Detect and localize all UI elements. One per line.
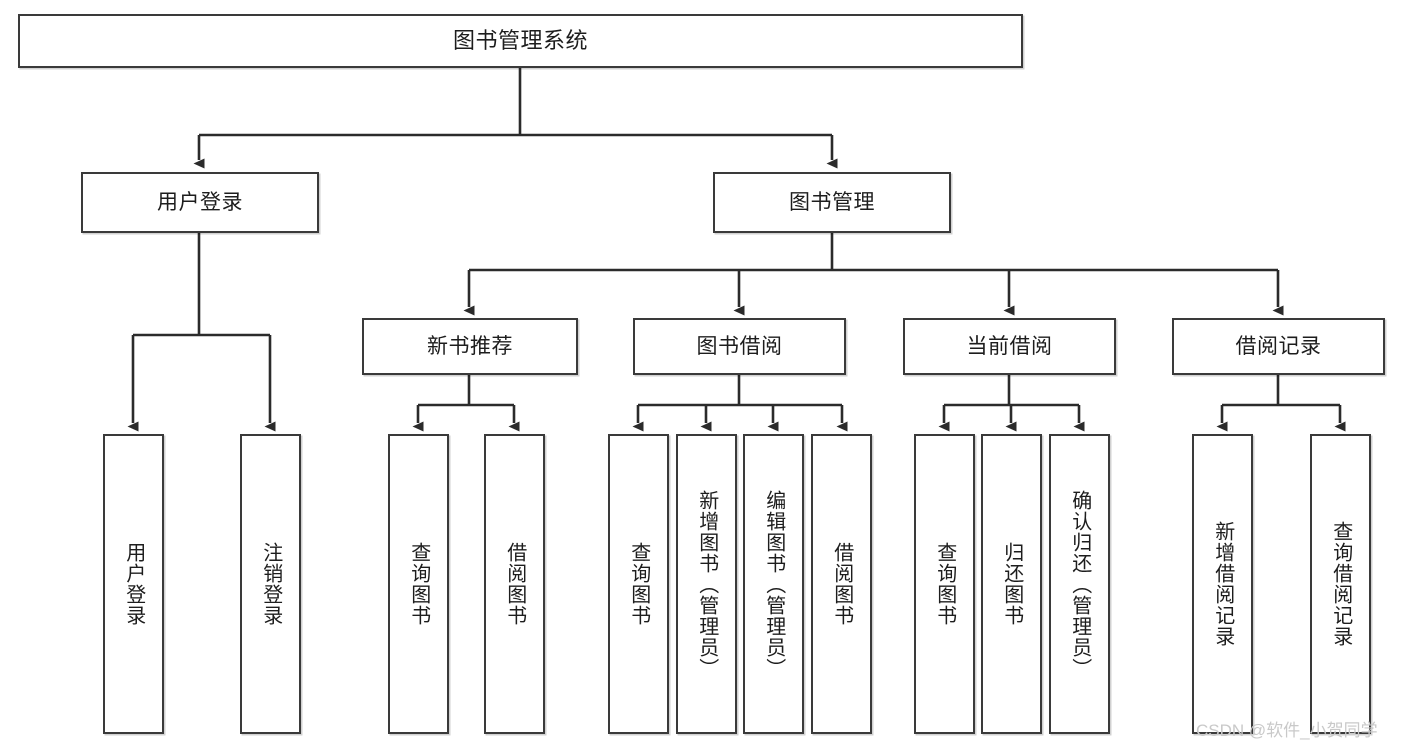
node-borrow-record[interactable]: 借阅记录 — [1172, 318, 1385, 375]
watermark-text: CSDN @软件_小贺同学 — [1196, 721, 1378, 740]
node-leaf-user-login[interactable]: 用户登录 — [103, 434, 164, 734]
node-leaf-borrow-book-1[interactable]: 借阅图书 — [484, 434, 545, 734]
node-label: 借阅记录 — [1235, 334, 1322, 358]
node-leaf-query-book-2[interactable]: 查询图书 — [608, 434, 669, 734]
node-label: 归还图书 — [1000, 542, 1023, 626]
node-current-borrow[interactable]: 当前借阅 — [903, 318, 1116, 375]
node-label: 查询借阅记录 — [1329, 521, 1352, 647]
node-label: 新增图书（管理员） — [695, 489, 718, 679]
node-label: 查询图书 — [407, 542, 430, 626]
node-leaf-add-book[interactable]: 新增图书（管理员） — [676, 434, 737, 734]
node-label: 新增借阅记录 — [1211, 521, 1234, 647]
node-user-login[interactable]: 用户登录 — [81, 172, 319, 233]
node-leaf-return-book[interactable]: 归还图书 — [981, 434, 1042, 734]
node-book-borrow[interactable]: 图书借阅 — [633, 318, 846, 375]
node-label: 注销登录 — [259, 542, 282, 626]
node-label: 确认归还（管理员） — [1068, 489, 1091, 679]
node-label: 用户登录 — [157, 190, 243, 214]
node-label: 用户登录 — [122, 542, 145, 626]
node-leaf-logout-login[interactable]: 注销登录 — [240, 434, 301, 734]
node-label: 借阅图书 — [503, 542, 526, 626]
node-label: 编辑图书（管理员） — [762, 489, 785, 679]
node-leaf-query-book-1[interactable]: 查询图书 — [388, 434, 449, 734]
node-label: 借阅图书 — [830, 542, 853, 626]
node-label: 新书推荐 — [427, 334, 513, 358]
node-root-book-management-system[interactable]: 图书管理系统 — [18, 14, 1023, 68]
node-label: 图书借阅 — [696, 334, 783, 358]
node-leaf-add-borrow-record[interactable]: 新增借阅记录 — [1192, 434, 1253, 734]
node-leaf-query-book-3[interactable]: 查询图书 — [914, 434, 975, 734]
node-leaf-confirm-return[interactable]: 确认归还（管理员） — [1049, 434, 1110, 734]
node-label: 图书管理 — [789, 190, 875, 214]
node-label: 当前借阅 — [966, 334, 1053, 358]
node-leaf-borrow-book-2[interactable]: 借阅图书 — [811, 434, 872, 734]
node-leaf-query-borrow-record[interactable]: 查询借阅记录 — [1310, 434, 1371, 734]
node-label: 查询图书 — [933, 542, 956, 626]
node-label: 图书管理系统 — [452, 27, 588, 53]
node-new-book-recommend[interactable]: 新书推荐 — [362, 318, 578, 375]
node-label: 查询图书 — [627, 542, 650, 626]
node-leaf-edit-book[interactable]: 编辑图书（管理员） — [743, 434, 804, 734]
node-book-management[interactable]: 图书管理 — [713, 172, 951, 233]
